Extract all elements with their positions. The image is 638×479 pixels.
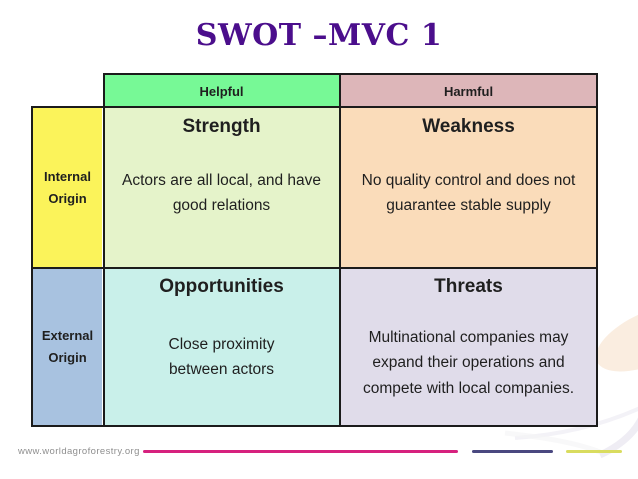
quadrant-threats: Threats Multinational companies may expa… (341, 268, 596, 425)
quadrant-body-text: Multinational companies may expand their… (362, 328, 575, 397)
quadrant-heading: Opportunities (159, 276, 284, 297)
footer-divider-purple (472, 450, 553, 453)
quadrant-body-text: Actors are all local, and have good rela… (121, 171, 322, 215)
column-header-harmful: Harmful (341, 75, 596, 107)
column-header-label: Helpful (199, 83, 244, 99)
quadrant-strength: Strength Actors are all local, and have … (104, 108, 339, 267)
column-header-helpful: Helpful (104, 75, 339, 107)
quadrant-opportunities: Opportunities Close proximity between ac… (104, 268, 339, 425)
row-header-internal-origin: Internal Origin (33, 108, 102, 267)
quadrant-heading: Strength (182, 116, 261, 137)
row-header-label: External Origin (41, 328, 94, 365)
quadrant-heading: Weakness (422, 116, 515, 137)
footer-divider-magenta (143, 450, 458, 453)
row-header-external-origin: External Origin (33, 268, 102, 425)
footer-divider-yellow (566, 450, 622, 453)
quadrant-body-text: Close proximity between actors (168, 335, 275, 379)
footer-website-url: www.worldagroforestry.org (18, 446, 140, 457)
row-header-label: Internal Origin (44, 169, 91, 206)
quadrant-body-text: No quality control and does not guarante… (361, 171, 576, 215)
page-title: SWOT –MVC 1 (195, 18, 443, 53)
column-header-label: Harmful (443, 83, 494, 99)
quadrant-heading: Threats (434, 276, 503, 297)
quadrant-weakness: Weakness No quality control and does not… (341, 108, 596, 267)
